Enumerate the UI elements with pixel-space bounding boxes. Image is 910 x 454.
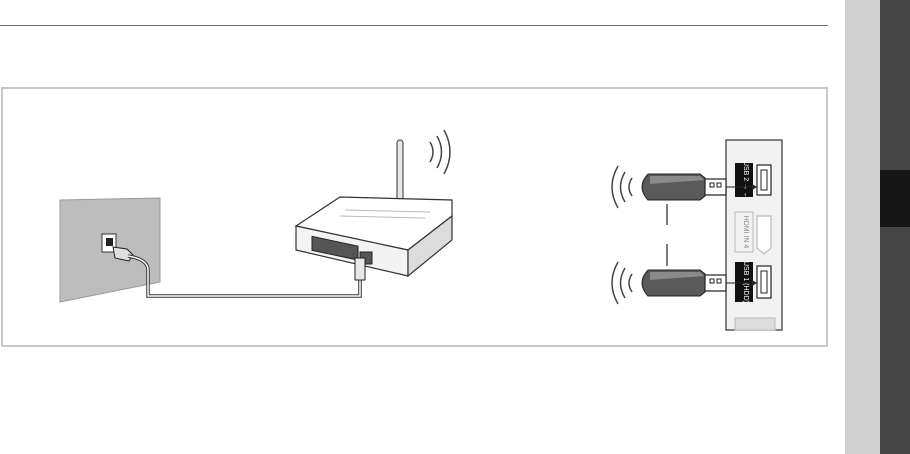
usb-stick-icon [642, 270, 726, 296]
tv-port-panel: USB 2 → ← HDMI IN 4 USB 1 (HDD) [726, 140, 782, 330]
usb1-port-label: USB 1 (HDD) [742, 261, 749, 303]
usb2-port-label: USB 2 → ← [742, 161, 749, 199]
usb-stick-icon [642, 174, 726, 200]
wireless-signal-icon [430, 130, 450, 174]
router-icon [296, 140, 452, 280]
hdmi-port-label: HDMI IN 4 [742, 216, 749, 249]
wireless-signal-icon [612, 166, 632, 208]
wall-outlet-icon [60, 198, 160, 302]
hdmi-port [757, 216, 771, 254]
lan-cable [128, 256, 360, 296]
wireless-signal-icon [612, 262, 632, 304]
